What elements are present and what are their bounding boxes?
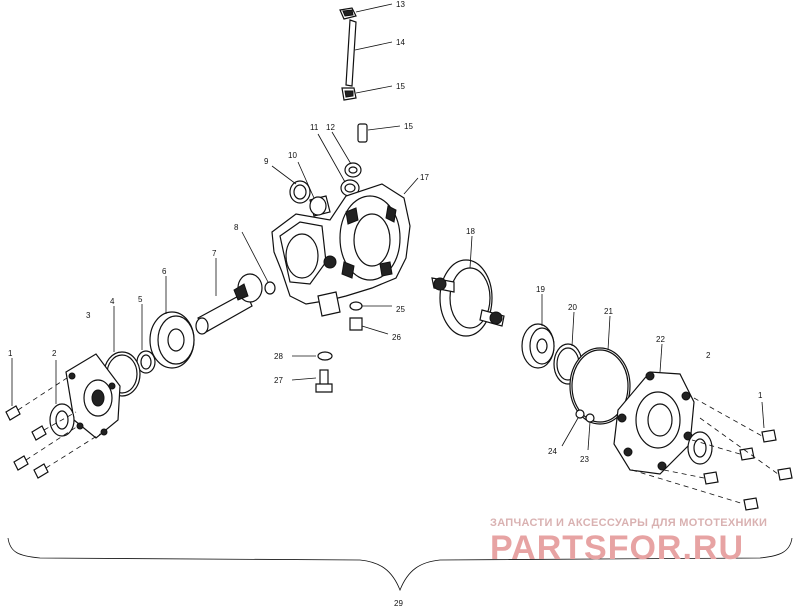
callout-8: 8 xyxy=(234,223,239,232)
callout-25: 25 xyxy=(396,305,405,314)
washer-28 xyxy=(317,351,333,361)
end-cover-22 xyxy=(613,371,695,475)
callout-15-pin: 15 xyxy=(404,122,413,131)
callout-2-left: 2 xyxy=(52,349,57,358)
o-ring-21 xyxy=(569,347,631,425)
seal-12 xyxy=(344,162,362,178)
cover-3 xyxy=(65,353,121,439)
seal-2-right xyxy=(687,431,713,465)
callout-3: 3 xyxy=(86,311,91,320)
callout-17: 17 xyxy=(420,173,429,182)
callout-29: 29 xyxy=(394,599,403,608)
callout-9: 9 xyxy=(264,157,269,166)
watermark-subtitle: ЗАПЧАСТИ И АКСЕССУАРЫ ДЛЯ МОТОТЕХНИКИ xyxy=(490,517,767,529)
callout-22: 22 xyxy=(656,335,665,344)
seal-11 xyxy=(340,179,360,197)
callout-7: 7 xyxy=(212,249,217,258)
callout-6: 6 xyxy=(162,267,167,276)
callout-10: 10 xyxy=(288,151,297,160)
drain-plug-26 xyxy=(349,317,363,331)
vent-hose-14 xyxy=(345,19,357,87)
callout-23: 23 xyxy=(580,455,589,464)
plug-8 xyxy=(264,281,276,295)
bolts-1-left xyxy=(5,405,49,479)
callout-15-top: 15 xyxy=(396,82,405,91)
callout-13: 13 xyxy=(396,0,405,9)
callout-1-left: 1 xyxy=(8,349,13,358)
callout-21: 21 xyxy=(604,307,613,316)
gearcase-housing-17 xyxy=(271,183,411,317)
callout-14: 14 xyxy=(396,38,405,47)
pin-15 xyxy=(357,123,368,143)
bolt-27 xyxy=(315,369,333,393)
bolts-1-right xyxy=(703,429,793,511)
group-bracket-29 xyxy=(7,537,793,592)
callout-2-right: 2 xyxy=(706,351,711,360)
callout-28: 28 xyxy=(274,352,283,361)
callout-4: 4 xyxy=(110,297,115,306)
callout-20: 20 xyxy=(568,303,577,312)
bearing-6 xyxy=(149,311,195,369)
seal-9 xyxy=(289,180,311,204)
callout-1-right: 1 xyxy=(758,391,763,400)
pins-23-24 xyxy=(575,409,595,423)
callout-5: 5 xyxy=(138,295,143,304)
callout-26: 26 xyxy=(392,333,401,342)
callout-19: 19 xyxy=(536,285,545,294)
bearing-19 xyxy=(521,323,555,369)
callout-24: 24 xyxy=(548,447,557,456)
callout-27: 27 xyxy=(274,376,283,385)
callout-12: 12 xyxy=(326,123,335,132)
vent-clamp-13 xyxy=(339,7,357,20)
callout-18: 18 xyxy=(466,227,475,236)
callout-11: 11 xyxy=(310,123,319,132)
vent-fitting-15 xyxy=(341,87,357,101)
watermark-brand: PARTSFOR.RU xyxy=(490,529,744,567)
washer-25 xyxy=(349,301,363,311)
snap-ring-5 xyxy=(136,350,156,374)
bushing-10 xyxy=(309,195,331,217)
output-hub-18 xyxy=(431,259,505,337)
input-shaft-7 xyxy=(195,273,263,335)
